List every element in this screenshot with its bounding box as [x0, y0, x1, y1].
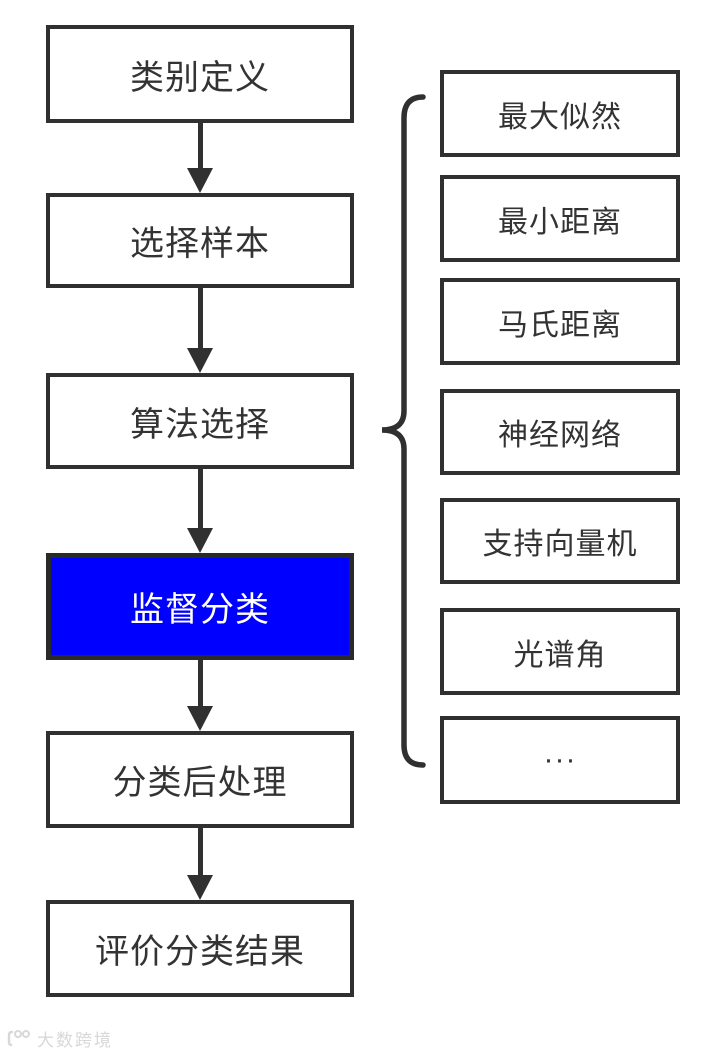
algorithm-node-ellipsis: ··· — [440, 716, 680, 804]
algorithm-node-mahalanobis-distance: 马氏距离 — [440, 278, 680, 365]
algorithm-node-neural-network: 神经网络 — [440, 389, 680, 475]
flow-arrow-5 — [186, 828, 214, 900]
flow-node-supervised-classification: 监督分类 — [46, 553, 354, 660]
flow-arrow-4 — [186, 660, 214, 731]
watermark: 大数跨境 — [6, 1026, 113, 1050]
flow-node-label: 算法选择 — [130, 405, 270, 444]
flow-arrow-1 — [186, 123, 214, 193]
flow-node-label: 分类后处理 — [112, 764, 288, 802]
arrow-shaft — [197, 288, 203, 348]
arrow-head-icon — [187, 168, 213, 193]
algorithm-node-maximum-likelihood: 最大似然 — [440, 70, 680, 157]
algorithm-label: 马氏距离 — [498, 308, 622, 342]
arrow-head-icon — [187, 875, 213, 900]
flow-node-label: 监督分类 — [130, 591, 270, 629]
arrow-head-icon — [187, 528, 213, 553]
flow-node-evaluate-results: 评价分类结果 — [46, 900, 354, 997]
flow-node-algorithm-selection: 算法选择 — [46, 373, 354, 469]
flow-arrow-3 — [186, 469, 214, 553]
arrow-shaft — [197, 828, 203, 875]
algorithm-label: 光谱角 — [513, 638, 607, 672]
arrow-head-icon — [187, 348, 213, 373]
dashu-kuajing-logo-icon — [6, 1028, 32, 1048]
algorithm-label: 最大似然 — [498, 100, 622, 134]
algorithm-node-spectral-angle: 光谱角 — [440, 608, 680, 695]
algorithm-label: 最小距离 — [498, 205, 622, 239]
arrow-shaft — [197, 660, 203, 706]
arrow-shaft — [197, 123, 203, 168]
flow-node-label: 选择样本 — [130, 225, 270, 263]
algorithm-label: ··· — [543, 743, 577, 776]
flow-node-label: 类别定义 — [130, 58, 270, 97]
algorithm-label: 支持向量机 — [482, 528, 638, 561]
algorithm-label: 神经网络 — [498, 419, 622, 452]
flow-arrow-2 — [186, 288, 214, 373]
flow-node-category-definition: 类别定义 — [46, 25, 354, 123]
watermark-text: 大数跨境 — [37, 1030, 113, 1050]
arrow-shaft — [197, 469, 203, 528]
flow-node-post-classification: 分类后处理 — [46, 731, 354, 828]
arrow-head-icon — [187, 706, 213, 731]
algorithm-node-minimum-distance: 最小距离 — [440, 175, 680, 262]
flow-node-select-samples: 选择样本 — [46, 193, 354, 288]
flow-node-label: 评价分类结果 — [95, 933, 305, 971]
algorithm-node-support-vector-machine: 支持向量机 — [440, 498, 680, 584]
